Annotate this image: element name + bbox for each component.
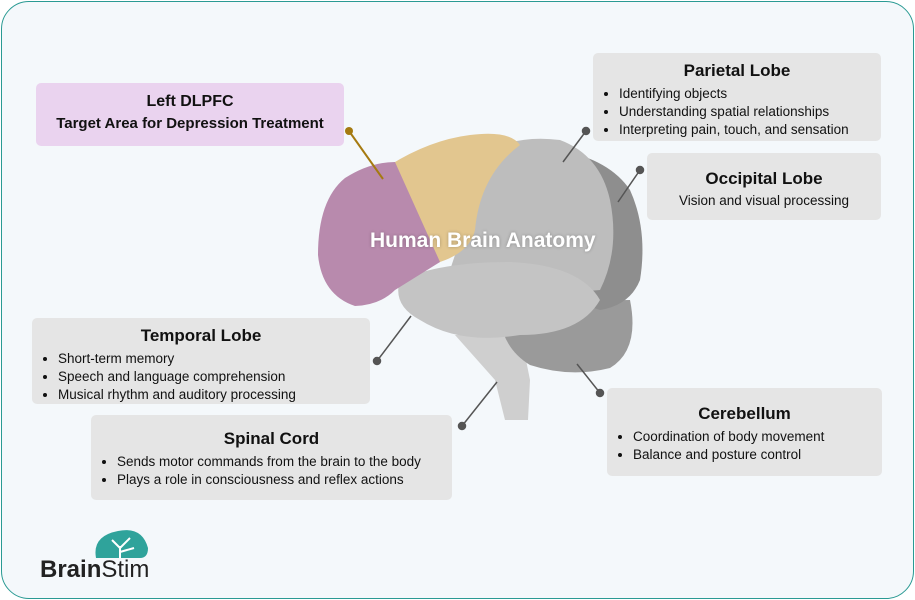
dlpfc-callout: Left DLPFC Target Area for Depression Tr… bbox=[36, 83, 344, 146]
occipital-callout: Occipital Lobe Vision and visual process… bbox=[647, 153, 881, 220]
list-item: Plays a role in consciousness and reflex… bbox=[117, 471, 452, 489]
occipital-desc: Vision and visual processing bbox=[678, 193, 850, 208]
occipital-title: Occipital Lobe bbox=[705, 169, 823, 188]
pointers bbox=[372, 126, 645, 431]
list-item: Interpreting pain, touch, and sensation bbox=[619, 121, 881, 139]
diagram-title: Human Brain Anatomy bbox=[370, 229, 596, 252]
list-item: Musical rhythm and auditory processing bbox=[58, 386, 370, 404]
spinal-title: Spinal Cord bbox=[223, 429, 320, 448]
parietal-region bbox=[450, 138, 614, 300]
dlpfc-title: Left DLPFC bbox=[146, 93, 234, 110]
list-item: Identifying objects bbox=[619, 85, 881, 103]
parietal-pointer-dot bbox=[581, 126, 591, 136]
brain-tree-icon bbox=[95, 530, 148, 558]
occipital-pointer-dot bbox=[635, 165, 645, 175]
spinal-pointer-dot bbox=[457, 421, 467, 431]
list-item: Balance and posture control bbox=[633, 446, 882, 464]
brainstem bbox=[455, 330, 530, 420]
logo-text-brain: Brain bbox=[40, 556, 102, 583]
temporal-region bbox=[398, 262, 600, 338]
list-item: Understanding spatial relationships bbox=[619, 103, 881, 121]
dlpfc-pointer bbox=[348, 130, 384, 180]
cerebellum-title: Cerebellum bbox=[698, 404, 791, 423]
list-item: Sends motor commands from the brain to t… bbox=[117, 453, 452, 471]
cerebellum-callout: Cerebellum Coordination of body movement… bbox=[607, 388, 882, 476]
list-item: Coordination of body movement bbox=[633, 428, 882, 446]
parietal-title: Parietal Lobe bbox=[683, 61, 791, 80]
temporal-callout: Temporal Lobe Short-term memorySpeech an… bbox=[32, 318, 370, 404]
dlpfc-pointer-dot bbox=[345, 127, 353, 135]
parietal-callout: Parietal Lobe Identifying objectsUnderst… bbox=[593, 53, 881, 141]
temporal-pointer-dot bbox=[372, 356, 382, 366]
logo-text-stim: Stim bbox=[101, 556, 150, 583]
list-item: Short-term memory bbox=[58, 350, 370, 368]
spinal-callout: Spinal Cord Sends motor commands from th… bbox=[91, 415, 452, 500]
list-item: Speech and language comprehension bbox=[58, 368, 370, 386]
temporal-title: Temporal Lobe bbox=[140, 326, 262, 345]
frontal-dlpfc-region bbox=[318, 162, 440, 306]
dlpfc-subtitle: Target Area for Depression Treatment bbox=[56, 115, 324, 132]
cerebellum-pointer-dot bbox=[595, 388, 605, 398]
